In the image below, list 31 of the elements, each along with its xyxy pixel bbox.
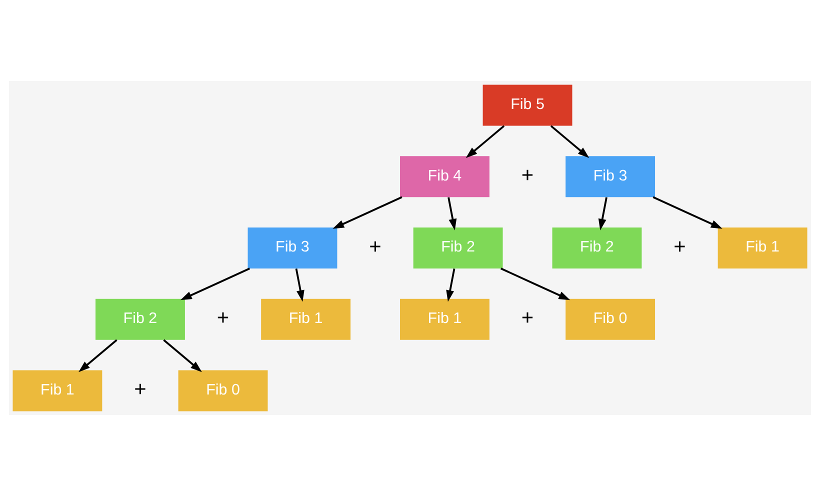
node-box: Fib 4: [400, 156, 490, 198]
node-box: Fib 5: [482, 84, 572, 126]
node-box: Fib 1: [12, 370, 102, 412]
label: +: [674, 235, 686, 258]
node-box: Fib 1: [400, 298, 490, 340]
arrow: [466, 125, 505, 158]
node-box: Fib 2: [552, 228, 642, 268]
arrow: [446, 268, 456, 302]
arrow: [500, 268, 570, 300]
node-box: Fib 1: [261, 298, 351, 340]
arrow: [78, 339, 118, 372]
node-box: Fib 0: [178, 370, 268, 412]
label: +: [369, 235, 382, 258]
node-box: Fib 2: [413, 228, 503, 268]
node-box: Fib 1: [718, 228, 808, 268]
node-box: Fib 2: [96, 298, 185, 340]
arrow: [163, 339, 202, 372]
arrow: [180, 268, 250, 300]
arrow: [652, 196, 722, 229]
arrow: [598, 197, 608, 230]
label: +: [134, 378, 146, 402]
node-box: Fib 0: [566, 298, 656, 340]
node-box: Fib 3: [566, 156, 656, 198]
arrow: [550, 125, 590, 158]
label: +: [521, 306, 534, 330]
node-box: Fib 3: [248, 228, 338, 268]
arrow: [295, 268, 304, 302]
arrow: [448, 197, 457, 230]
arrow: [332, 196, 402, 229]
label: +: [521, 164, 534, 187]
label: +: [216, 306, 230, 330]
